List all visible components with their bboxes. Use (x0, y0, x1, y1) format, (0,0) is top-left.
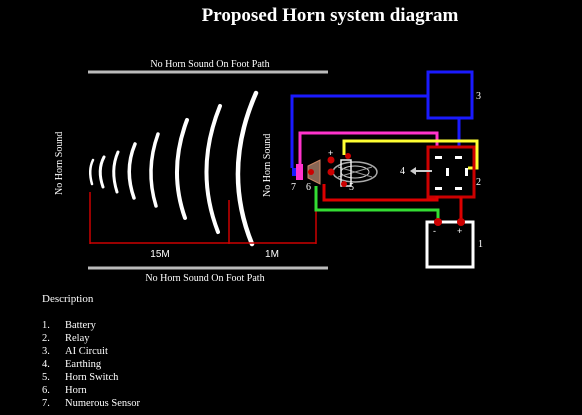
ai-circuit-box (426, 70, 474, 120)
battery-negative-terminal (434, 218, 442, 226)
sound-wave (112, 150, 120, 194)
middle-no-horn-label: No Horn Sound (262, 134, 273, 197)
distance-15m-label: 15M (150, 249, 169, 260)
sound-wave (174, 118, 189, 220)
legend-item: 1.Battery (42, 320, 96, 331)
component-number-4: 4 (400, 166, 405, 177)
component-number-1: 1 (478, 239, 483, 250)
yellow-wire (342, 139, 479, 170)
sound-wave (98, 155, 106, 189)
sound-wave (127, 142, 137, 200)
left-no-horn-label: No Horn Sound (54, 132, 65, 195)
sound-wave (204, 104, 222, 234)
legend-item: 4.Earthing (42, 359, 102, 370)
horn-switch (327, 153, 378, 187)
relay-contacts (435, 156, 468, 190)
sound-wave (89, 158, 95, 186)
green-wire (314, 186, 440, 220)
top-foot-path-label: No Horn Sound On Foot Path (150, 59, 269, 70)
battery-negative-label: - (433, 226, 436, 236)
component-number-3: 3 (476, 91, 481, 102)
bottom-foot-path-label: No Horn Sound On Foot Path (145, 273, 264, 284)
battery-positive-label: + (457, 226, 462, 236)
legend-item: 3.AI Circuit (42, 346, 108, 357)
switch-plus-label: + (328, 148, 333, 158)
component-number-6: 6 (306, 182, 311, 193)
sound-wave (149, 132, 160, 208)
battery-box (425, 220, 475, 269)
component-legend: 1.Battery 2.Relay 3.AI Circuit 4.Earthin… (42, 319, 140, 410)
component-number-2: 2 (476, 177, 481, 188)
distance-markers (89, 190, 317, 244)
horn-symbol (307, 159, 321, 185)
legend-item: 2.Relay (42, 333, 90, 344)
red-wire-relay-to-horn (322, 184, 439, 202)
earthing-arrow (410, 167, 432, 175)
diagram-title: Proposed Horn system diagram (201, 5, 459, 26)
legend-item: 7.Numerous Sensor (42, 398, 140, 409)
legend-item: 5.Horn Switch (42, 372, 119, 383)
component-number-7: 7 (291, 182, 296, 193)
battery-positive-terminal (457, 218, 465, 226)
sound-wave (235, 90, 259, 247)
distance-1m-label: 1M (265, 249, 279, 260)
blue-wire (290, 94, 428, 168)
legend-item: 6.Horn (42, 385, 87, 396)
sound-waves (89, 90, 259, 247)
description-title: Description (42, 293, 94, 305)
sensor-symbol (292, 164, 303, 180)
component-number-5: 5 (349, 182, 354, 193)
